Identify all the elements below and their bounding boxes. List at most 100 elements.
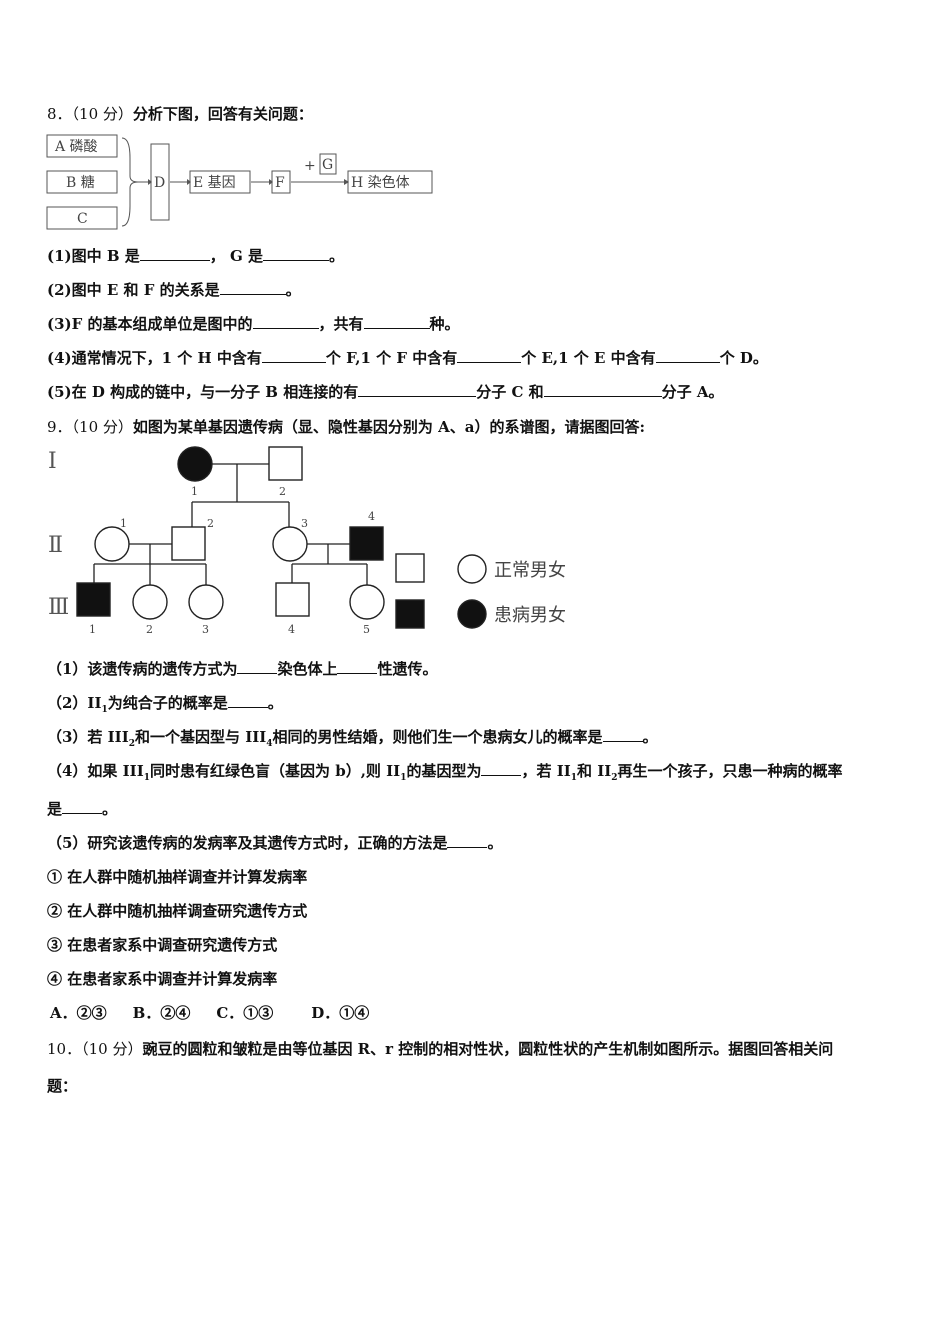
q8-sub3-end: 种。 — [429, 315, 460, 333]
answer-blank[interactable] — [261, 348, 326, 363]
legend-affected-female-icon — [457, 599, 487, 629]
q9-option-4: ④ 在患者家系中调查并计算发病率 — [47, 970, 278, 988]
generation-label-i: Ⅰ — [48, 449, 57, 474]
label-h: H 染色体 — [351, 174, 410, 191]
q9-option-3: ③ 在患者家系中调查研究遗传方式 — [47, 936, 278, 954]
label-iii5: 5 — [363, 623, 370, 636]
subscript: 1 — [570, 773, 577, 783]
dna-structure-diagram: A 磷酸 B 糖 C D E 基因 F + G H 染色体 — [46, 134, 433, 230]
q9-sub2-end: 。 — [267, 694, 283, 712]
label-f: F — [275, 175, 285, 191]
answer-blank[interactable] — [363, 314, 430, 329]
answer-blank[interactable] — [237, 659, 278, 674]
q8-sub5-text: (5)在 D 构成的链中，与一分子 B 相连接的有 — [47, 383, 359, 401]
subscript: 2 — [128, 739, 135, 749]
q8-header: 8．（10 分）分析下图，回答有关问题： — [47, 103, 313, 124]
q8-prompt: 分析下图，回答有关问题： — [132, 105, 313, 123]
label-iii4: 4 — [288, 623, 295, 636]
q9-sub1-text2: 染色体上 — [277, 660, 338, 678]
answer-blank[interactable] — [602, 727, 643, 742]
individual-iii4-normal-male — [275, 582, 310, 617]
legend-normal-female-icon — [457, 554, 487, 584]
individual-i2-normal-male — [268, 446, 303, 481]
choice-b[interactable]: B．②④ — [132, 1004, 191, 1022]
legend-normal-label: 正常男女 — [494, 560, 566, 581]
q9-sub4-cont: 是。 — [47, 798, 117, 819]
q8-sub1: (1)图中 B 是， G 是。 — [47, 245, 344, 266]
q9-sub1: （1）该遗传病的遗传方式为染色体上性遗传。 — [47, 658, 437, 679]
q8-sub4-text2: 个 F,1 个 F 中含有 — [325, 349, 458, 367]
q9-option-1: ① 在人群中随机抽样调查并计算发病率 — [47, 868, 308, 886]
q8-sub4-text: (4)通常情况下，1 个 H 中含有 — [47, 349, 262, 367]
q8-sub1-end: 。 — [329, 247, 345, 265]
q8-sub5-end: 分子 A。 — [661, 383, 724, 401]
legend-affected-label: 患病男女 — [494, 605, 566, 626]
individual-iii3-normal-female — [188, 584, 224, 620]
q9-sub3-text2: 和一个基因型与 III — [134, 728, 267, 746]
q9-sub2: （2）II1为纯合子的概率是。 — [47, 692, 283, 715]
q9-sub4-text5: 和 II — [577, 762, 612, 780]
q9-sub4-text3: 的基因型为 — [406, 762, 482, 780]
label-b: B 糖 — [66, 175, 95, 191]
answer-blank[interactable] — [227, 693, 268, 708]
q8-sub1-text: (1)图中 B 是 — [47, 247, 140, 265]
q8-sub4: (4)通常情况下，1 个 H 中含有 个 F,1 个 F 中含有 个 E,1 个 E… — [47, 347, 768, 368]
q8-sub2: (2)图中 E 和 F 的关系是。 — [47, 279, 301, 300]
q9-sub5-end: 。 — [487, 834, 503, 852]
individual-ii3-normal-female — [272, 526, 308, 562]
label-e: E 基因 — [193, 174, 236, 191]
q9-sub3-text: （3）若 III — [47, 728, 129, 746]
q8-sub4-text3: 个 E,1 个 E 中含有 — [521, 349, 656, 367]
label-ii3: 3 — [301, 517, 308, 530]
brace — [121, 137, 139, 227]
label-d: D — [154, 175, 165, 191]
answer-blank[interactable] — [543, 382, 662, 397]
arrowhead-to-h — [344, 179, 349, 185]
individual-iii2-normal-female — [132, 584, 168, 620]
answer-blank[interactable] — [358, 382, 477, 397]
individual-iii5-normal-female — [349, 584, 385, 620]
answer-blank[interactable] — [219, 280, 286, 295]
q9-sub3: （3）若 III2和一个基因型与 III4相同的男性结婚，则他们生一个患病女儿的… — [47, 726, 658, 749]
subscript: 1 — [101, 705, 108, 715]
subscript: 1 — [400, 773, 407, 783]
q9-prompt: 如图为某单基因遗传病（显、隐性基因分别为 A、a）的系谱图，请据图回答: — [132, 418, 646, 436]
legend-normal-male-icon — [395, 553, 425, 583]
arrowhead-to-f — [269, 179, 273, 185]
label-c: C — [77, 211, 88, 227]
q9-sub4-text2: 同时患有红绿色盲（基因为 b）,则 II — [149, 762, 401, 780]
choice-c[interactable]: C．①③ — [216, 1004, 274, 1022]
q9-sub4-end: 。 — [102, 800, 118, 818]
q9-option-2: ② 在人群中随机抽样调查研究遗传方式 — [47, 902, 308, 920]
q9-sub4-text4: ，若 II — [521, 762, 571, 780]
label-i2: 2 — [279, 485, 286, 498]
q9-sub3-end: 。 — [642, 728, 658, 746]
choice-d[interactable]: D．①④ — [311, 1004, 370, 1022]
label-i1: 1 — [191, 485, 198, 498]
q9-sub4-text6: 再生一个孩子，只患一种病的概率 — [617, 762, 843, 780]
label-plus: + — [304, 158, 316, 174]
answer-blank[interactable] — [481, 761, 522, 776]
answer-blank[interactable] — [447, 833, 488, 848]
box-c — [46, 206, 118, 230]
answer-blank[interactable] — [337, 659, 378, 674]
answer-blank[interactable] — [263, 246, 330, 261]
q8-sub5-text2: 分子 C 和 — [476, 383, 544, 401]
answer-blank[interactable] — [252, 314, 319, 329]
box-a — [46, 134, 118, 158]
q9-header: 9．（10 分）如图为某单基因遗传病（显、隐性基因分别为 A、a）的系谱图，请据… — [47, 416, 645, 437]
q8-sub2-text: (2)图中 E 和 F 的关系是 — [47, 281, 220, 299]
q9-number: 9．（10 分） — [47, 418, 133, 436]
label-ii2: 2 — [207, 517, 214, 530]
answer-blank[interactable] — [655, 348, 720, 363]
legend-affected-male-icon — [395, 599, 425, 629]
q9-sub3-text3: 相同的男性结婚，则他们生一个患病女儿的概率是 — [272, 728, 603, 746]
subscript: 2 — [611, 773, 618, 783]
answer-blank[interactable] — [139, 246, 210, 261]
q8-sub3: (3)F 的基本组成单位是图中的，共有种。 — [47, 313, 460, 334]
answer-blank[interactable] — [457, 348, 522, 363]
q9-sub4-text: （4）如果 III — [47, 762, 144, 780]
answer-blank[interactable] — [62, 799, 103, 814]
choice-a[interactable]: A．②③ — [50, 1004, 107, 1022]
label-ii1: 1 — [120, 517, 127, 530]
